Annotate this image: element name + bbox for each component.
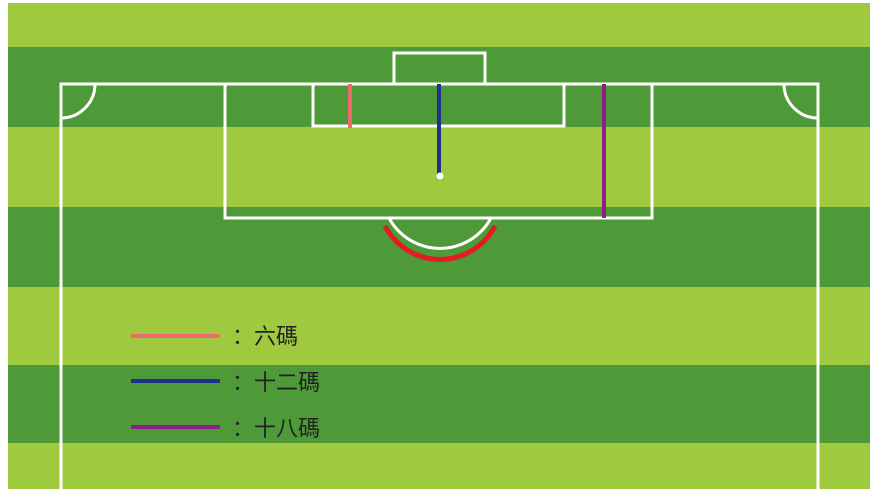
grass-stripe-light [8, 287, 870, 365]
corner-arc-right [782, 83, 819, 120]
grass-stripe-light [8, 443, 870, 489]
legend: ：六碼 ：十二碼 ：十八碼 [131, 325, 320, 442]
grass-stripes [8, 3, 870, 489]
penalty-arc-highlight [382, 224, 498, 262]
legend-label-twelve-yard: ：十二碼 [232, 371, 320, 396]
penalty-spot [436, 172, 444, 180]
penalty-arc-white [387, 217, 493, 250]
legend-label-six-yard: ：六碼 [232, 325, 298, 350]
corner-arc-left [60, 83, 97, 120]
grass-stripe-light [8, 3, 870, 47]
grass-stripe-dark [8, 365, 870, 443]
legend-label-eighteen-yard: ：十八碼 [232, 417, 320, 442]
